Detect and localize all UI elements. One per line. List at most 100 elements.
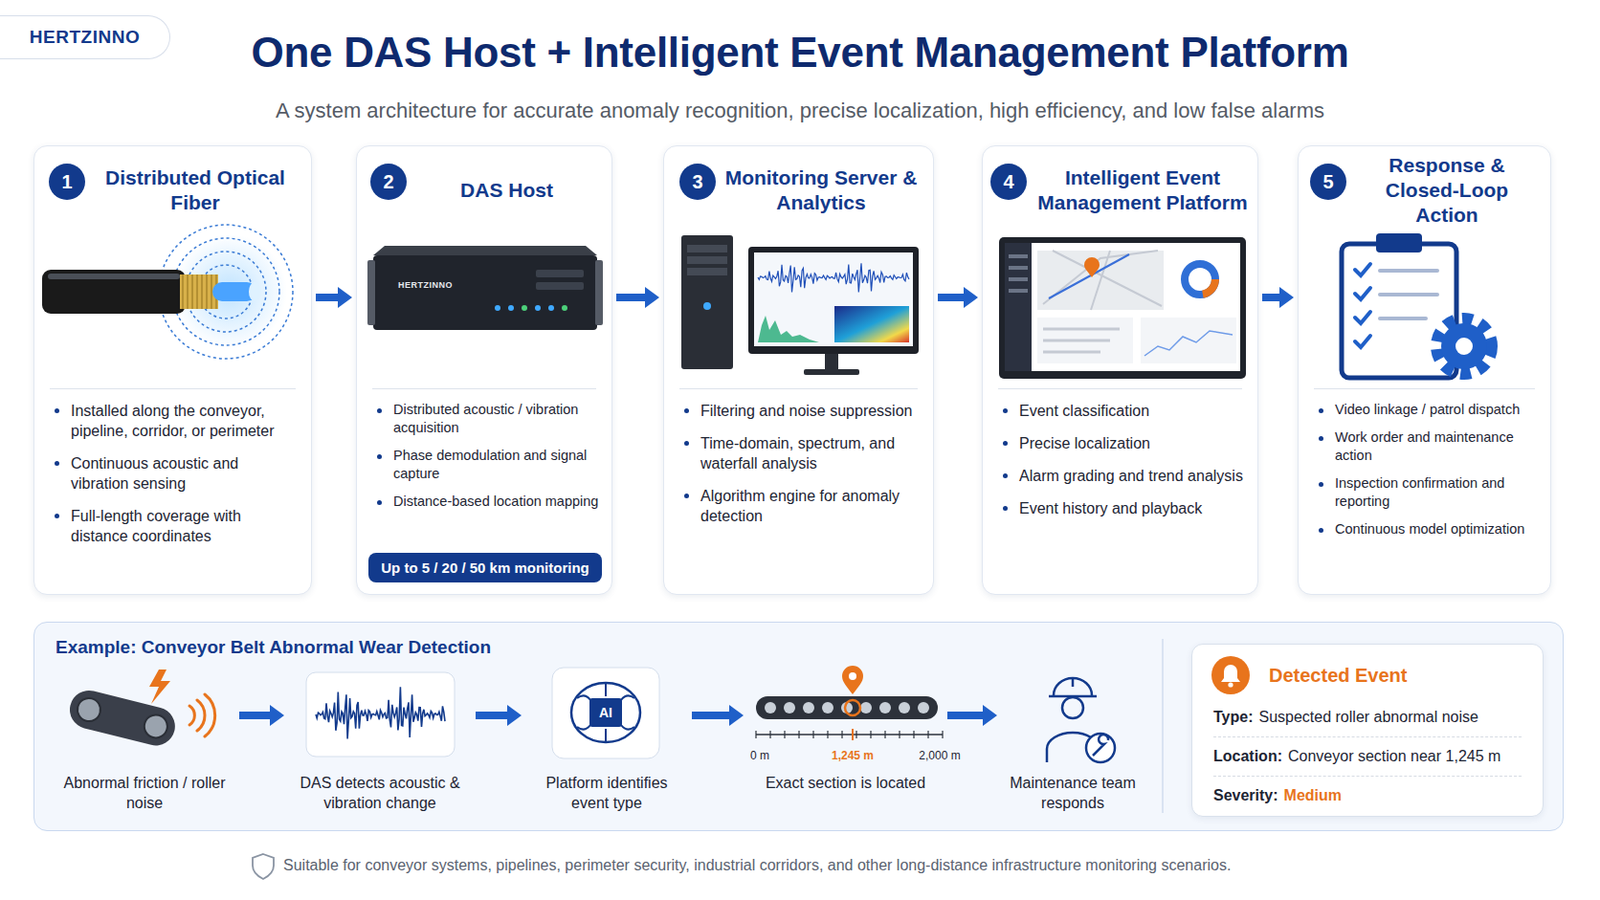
separator [1161, 639, 1164, 814]
bullet-list: Distributed acoustic / vibration acquisi… [393, 400, 600, 521]
card-divider [998, 388, 1243, 390]
event-key: Severity: [1213, 787, 1279, 805]
panel-heading-area: Example: Conveyor Belt Abnormal Wear Det… [55, 637, 491, 659]
badge-text: HERTZINNO [29, 26, 140, 48]
bullet-item: Alarm grading and trend analysis [1019, 466, 1246, 487]
maintenance-worker-icon [1046, 678, 1115, 763]
event-value: Conveyor section near 1,245 m [1288, 748, 1501, 766]
bullet-item: Installed along the conveyor, pipeline, … [70, 400, 300, 442]
scale-label: 2,000 m [918, 749, 960, 763]
step-label: Exact section is located [747, 773, 944, 794]
card-heading: Response & Closed-Loop Action [1353, 153, 1541, 228]
flow-arrow [239, 711, 271, 720]
bullet-item: Continuous model optimization [1334, 520, 1539, 539]
circle-node: 5 [1310, 163, 1347, 200]
panel-node: Example: Conveyor Belt Abnormal Wear Det… [33, 622, 1564, 832]
arrow-head [507, 705, 522, 727]
bullet-item: Precise localization [1019, 433, 1246, 454]
card-divider [49, 388, 296, 390]
flow-arrow [475, 711, 509, 720]
subtitle: A system architecture for accurate anoma… [275, 98, 1325, 124]
heading-area: DAS Host [411, 161, 602, 220]
step-label: DAS detects acoustic & vibration change [288, 773, 472, 814]
arrow-head [1279, 287, 1294, 309]
event-row: Location: Conveyor section near 1,245 m [1213, 737, 1522, 778]
fiber-illustration [42, 224, 293, 359]
bullet-item: Algorithm engine for anomaly detection [700, 486, 922, 527]
arrow-head [337, 287, 353, 309]
flow-arrow [937, 293, 965, 302]
circle-node: 1 [48, 163, 86, 200]
panel-heading: Example: Conveyor Belt Abnormal Wear Det… [55, 637, 491, 659]
chip-label: AI [599, 705, 613, 721]
bullet-item: Distance-based location mapping [393, 492, 600, 512]
flow-arrow [1262, 293, 1281, 302]
device-brand: HERTZINNO [398, 280, 453, 290]
conveyor-location-icon [755, 666, 943, 741]
heading-area: Distributed Optical Fiber [88, 161, 302, 220]
server-monitor [681, 235, 919, 376]
waveform-icon [306, 672, 455, 757]
circle-node: 4 [990, 163, 1027, 200]
bullet-list: Event classificationPrecise localization… [1019, 400, 1246, 532]
bullet-item: Time-domain, spectrum, and waterfall ana… [700, 433, 922, 474]
step-node: Platform identifies event type [525, 670, 689, 815]
step-label: Abnormal friction / roller noise [53, 773, 236, 814]
event-value: Suspected roller abnormal noise [1258, 709, 1478, 727]
das-host-device [367, 245, 603, 331]
arrow-head [982, 705, 998, 727]
circle-node: 2 [370, 163, 407, 200]
event-row: Severity: Medium [1213, 777, 1522, 816]
heading-area: Response & Closed-Loop Action [1353, 161, 1541, 220]
card-node: Monitoring Server & AnalyticsFiltering a… [663, 145, 934, 596]
step-node: Maintenance team responds [1000, 670, 1145, 815]
flow-arrow [315, 293, 339, 302]
card-divider [1313, 388, 1535, 390]
flow-arrow [691, 711, 731, 720]
card-node: DAS HostDistributed acoustic / vibration… [355, 145, 613, 596]
card-node: Distributed Optical FiberInstalled along… [33, 145, 312, 596]
bullet-item: Filtering and noise suppression [700, 400, 922, 422]
event-key: Location: [1213, 748, 1283, 766]
bullet-item: Video linkage / patrol dispatch [1334, 400, 1539, 420]
badge-node: HERTZINNO [0, 15, 171, 60]
clipboard-gear [1341, 233, 1492, 378]
pill-node: Up to 5 / 20 / 50 km monitoring [368, 553, 602, 583]
circle-node: 3 [679, 163, 716, 200]
ai-brain-icon [552, 667, 660, 759]
platform-dashboard [999, 237, 1246, 379]
event-rows: Type:Suspected roller abnormal noiseLoca… [1213, 698, 1522, 816]
step-label-area: Abnormal friction / roller noise [53, 773, 236, 814]
step-label-area: Maintenance team responds [1000, 773, 1145, 814]
card-heading: DAS Host [460, 177, 554, 203]
arrow-head [729, 705, 744, 727]
card-heading: Intelligent Event Management Platform [1037, 165, 1248, 216]
step-node: Exact section is located [747, 670, 944, 815]
event-value: Medium [1284, 787, 1342, 805]
diagram-title: One DAS Host + Intelligent Event Managem… [0, 28, 1600, 77]
pill-text: Up to 5 / 20 / 50 km monitoring [380, 559, 590, 577]
step-node: Abnormal friction / roller noise [53, 670, 236, 815]
step-label-area: Exact section is located [747, 773, 944, 794]
step-node: DAS detects acoustic & vibration change [288, 670, 472, 815]
footer-note: Suitable for conveyor systems, pipelines… [283, 857, 1231, 875]
step-label-area: Platform identifies event type [525, 773, 689, 814]
bullet-list: Filtering and noise suppressionTime-doma… [700, 400, 922, 539]
bullet-item: Continuous acoustic and vibration sensin… [70, 453, 300, 494]
flow-arrow [616, 293, 646, 302]
circle-text: 1 [61, 171, 72, 194]
bullet-list: Video linkage / patrol dispatchWork orde… [1334, 400, 1539, 549]
heading-area: Intelligent Event Management Platform [1037, 161, 1248, 220]
card-node: Intelligent Event Management PlatformEve… [981, 145, 1259, 596]
belt-friction-icon [66, 669, 216, 751]
card-divider [679, 388, 918, 390]
scale-label: 1,245 m [831, 749, 874, 763]
bullet-item: Full-length coverage with distance coord… [70, 506, 300, 547]
card-divider [372, 388, 597, 390]
bullet-item: Work order and maintenance action [1334, 428, 1539, 466]
scale-label: 0 m [750, 749, 770, 763]
bell-icon [1211, 656, 1250, 695]
heading-area: Monitoring Server & Analytics [718, 161, 924, 220]
arrow-head [644, 287, 660, 309]
